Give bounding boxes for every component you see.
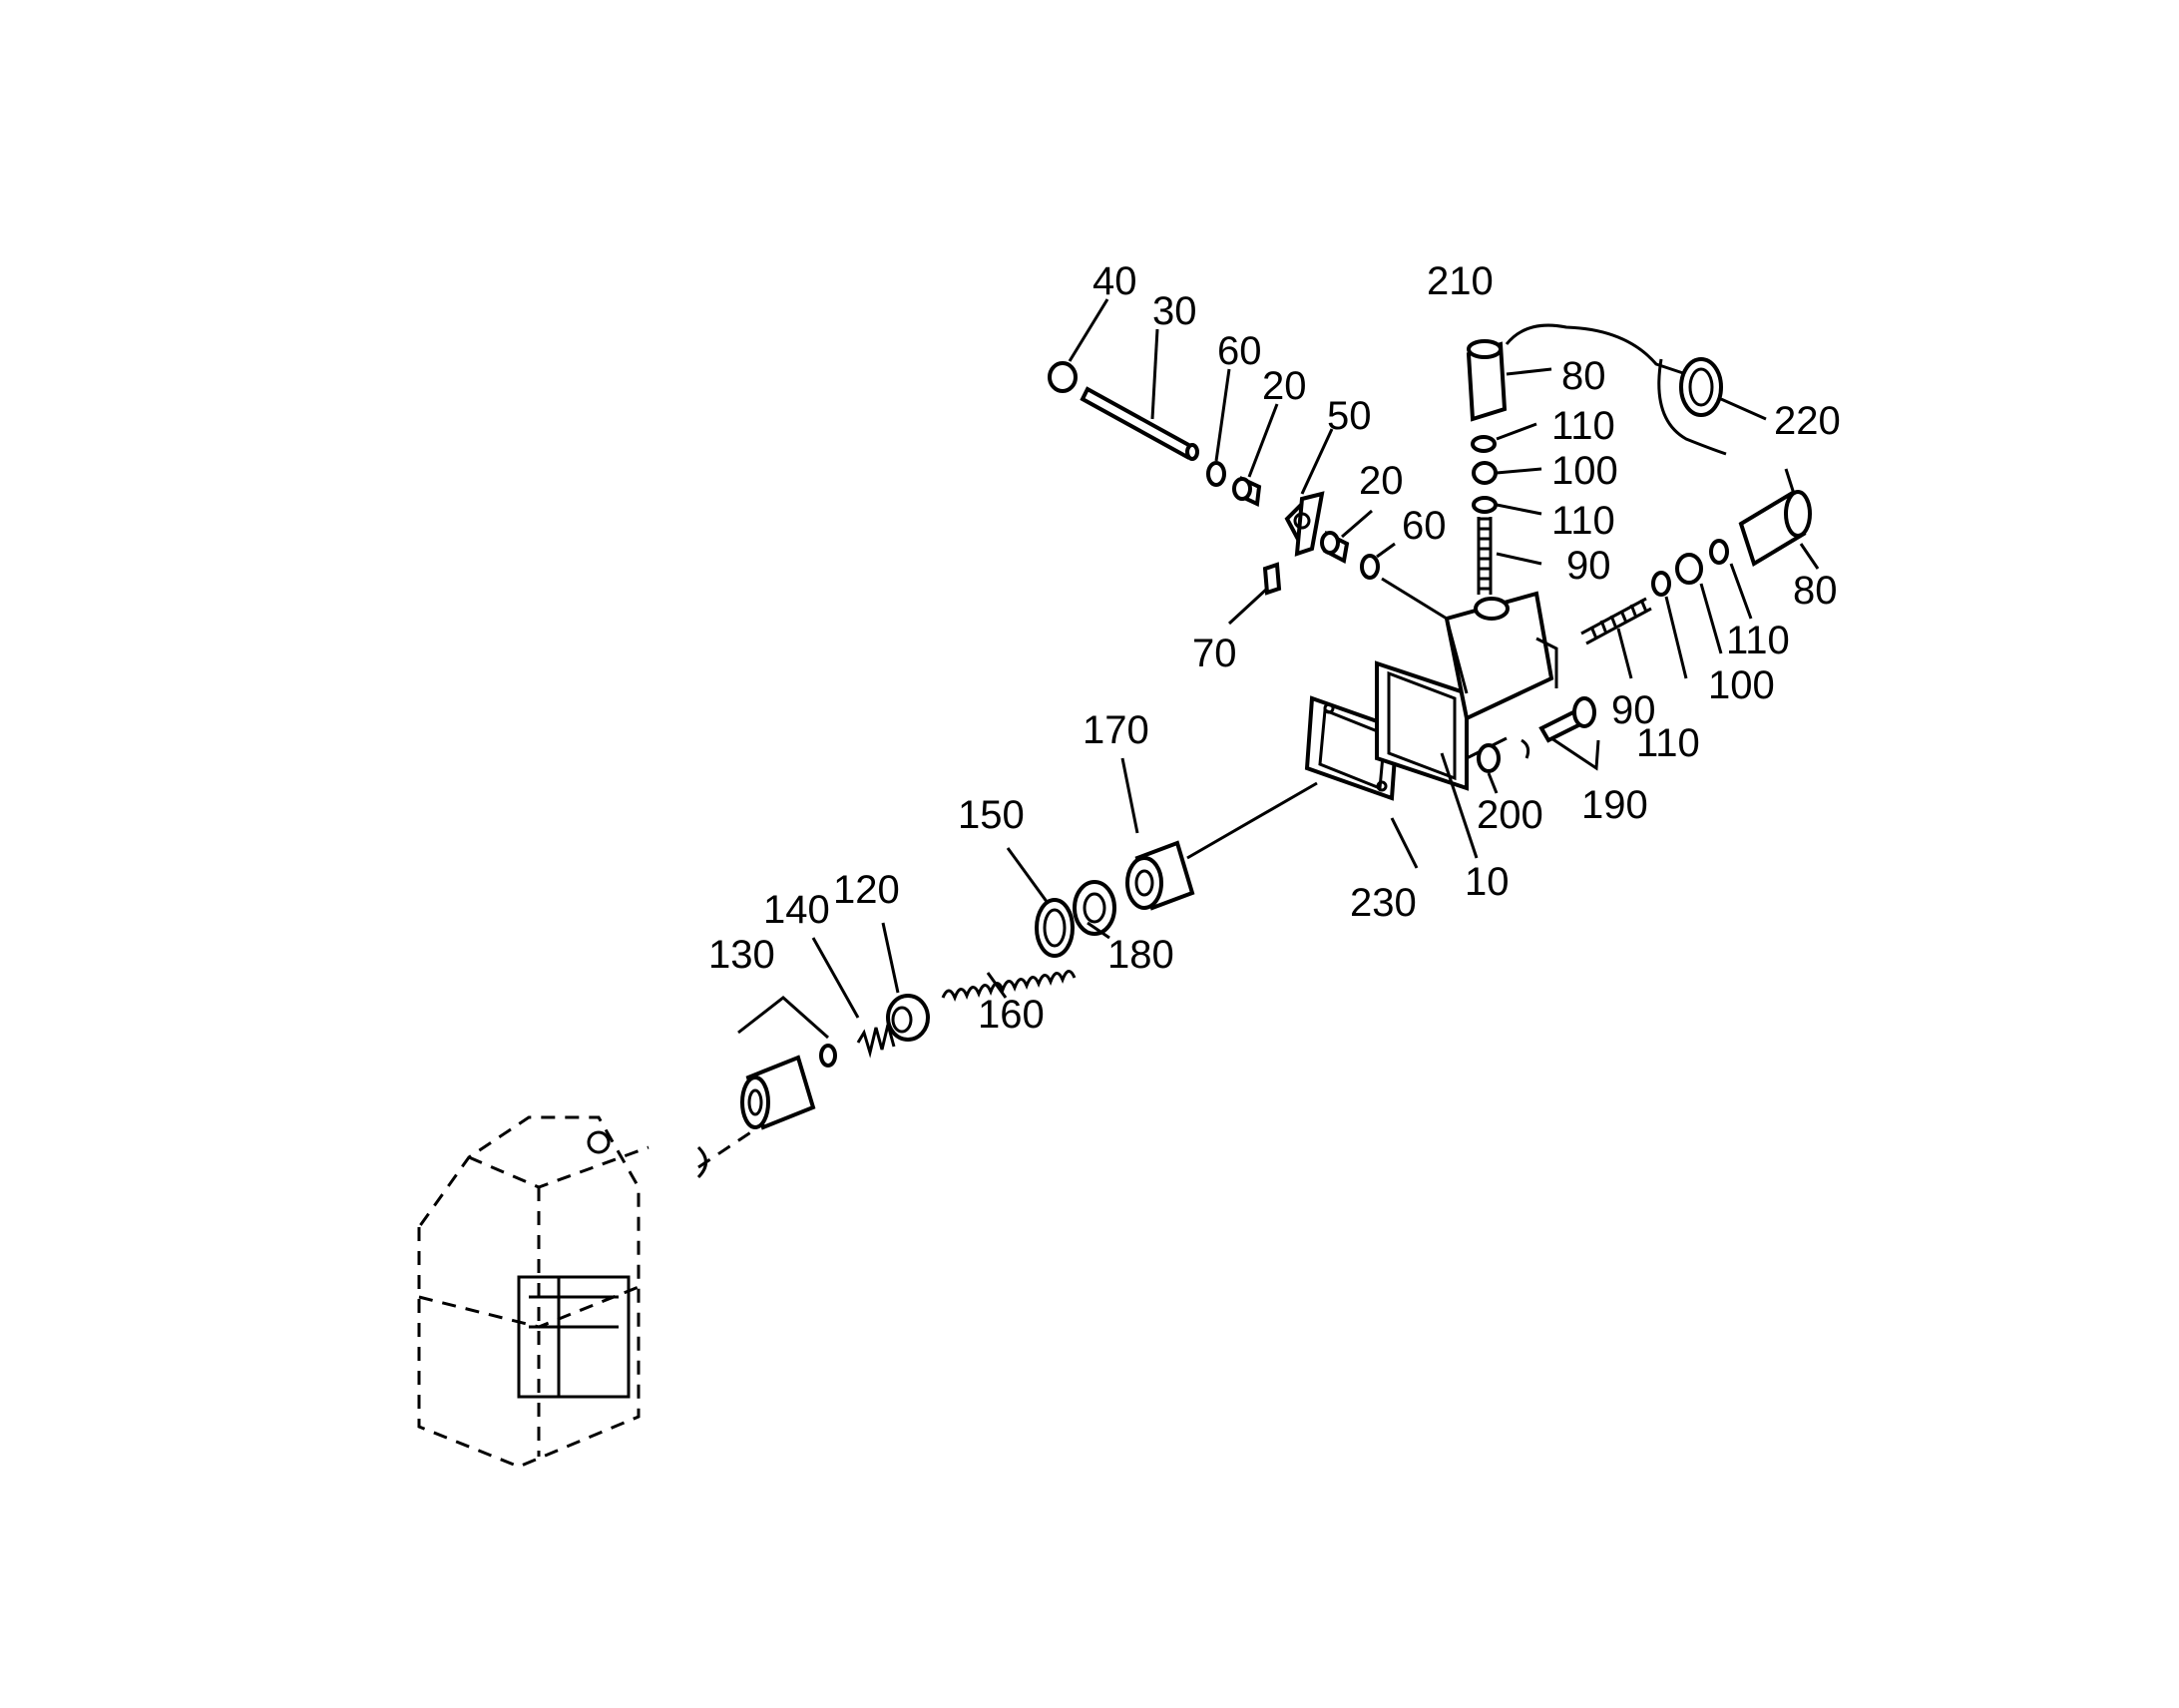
label-30: 30 — [1152, 289, 1197, 333]
valve-housing-10 — [1375, 591, 1558, 791]
oring-60b — [1360, 554, 1380, 580]
ball-130 — [819, 1044, 837, 1068]
label-110c: 110 — [1726, 619, 1790, 662]
sleeve-130 — [737, 996, 829, 1130]
bushing-20b — [1320, 530, 1350, 565]
label-180: 180 — [1107, 933, 1174, 977]
part-labels: 40 30 60 20 50 20 60 70 210 80 110 100 1… — [708, 259, 1841, 1037]
label-90b: 90 — [1611, 688, 1656, 732]
label-100b: 100 — [1708, 663, 1775, 707]
label-140: 140 — [763, 888, 830, 932]
shaft-30 — [1080, 386, 1199, 461]
label-60a: 60 — [1217, 329, 1262, 373]
screw-90b — [1580, 597, 1652, 645]
bushing-20a — [1232, 476, 1262, 507]
oring-60a — [1206, 461, 1226, 487]
transmission-housing — [417, 1115, 759, 1469]
spring-160 — [941, 970, 1077, 1003]
leader-lines — [811, 298, 1820, 1019]
label-10: 10 — [1465, 860, 1510, 904]
label-110a: 110 — [1551, 404, 1615, 448]
plunger-80b — [1738, 468, 1812, 568]
label-120: 120 — [833, 868, 900, 912]
label-110b: 110 — [1551, 499, 1615, 543]
nut-40 — [1048, 361, 1078, 393]
screw-90a — [1477, 517, 1493, 595]
label-20a: 20 — [1262, 364, 1307, 408]
label-130: 130 — [708, 933, 775, 977]
boot-220 — [1679, 357, 1723, 417]
assembly-line-170 — [1186, 781, 1318, 860]
label-60b: 60 — [1402, 504, 1447, 548]
washer-110d — [1709, 539, 1729, 565]
nut-100a — [1472, 461, 1498, 485]
label-20b: 20 — [1359, 459, 1404, 503]
cap-120 — [886, 994, 930, 1042]
label-220: 220 — [1774, 399, 1841, 443]
plunger-80a — [1466, 339, 1508, 422]
label-160: 160 — [978, 993, 1045, 1037]
washer-110c — [1651, 571, 1671, 597]
label-170: 170 — [1083, 708, 1149, 752]
assembly-line-10 — [1381, 577, 1448, 621]
bolt-190 — [1521, 696, 1596, 759]
ring-150 — [1035, 898, 1075, 958]
bearing-180 — [1073, 880, 1116, 936]
nut-100b — [1675, 553, 1703, 585]
lever-50 — [1284, 491, 1325, 557]
label-230: 230 — [1350, 881, 1417, 925]
label-50: 50 — [1327, 394, 1372, 438]
label-100a: 100 — [1551, 449, 1618, 493]
setscrew-70 — [1262, 562, 1282, 596]
label-80a: 80 — [1561, 354, 1606, 398]
bushing-170 — [1125, 840, 1195, 911]
label-40: 40 — [1092, 259, 1137, 303]
gasket-230 — [1304, 695, 1400, 801]
washer-200 — [1477, 743, 1501, 773]
wire-210 — [1505, 323, 1727, 456]
label-210: 210 — [1427, 259, 1494, 303]
label-200: 200 — [1477, 793, 1543, 837]
label-90a: 90 — [1566, 544, 1611, 588]
washer-110a — [1471, 435, 1497, 453]
label-80b: 80 — [1793, 569, 1838, 613]
washer-110b — [1472, 496, 1498, 514]
label-110d: 110 — [1636, 721, 1700, 765]
label-150: 150 — [958, 793, 1025, 837]
label-70: 70 — [1192, 632, 1237, 675]
label-190: 190 — [1581, 783, 1648, 827]
